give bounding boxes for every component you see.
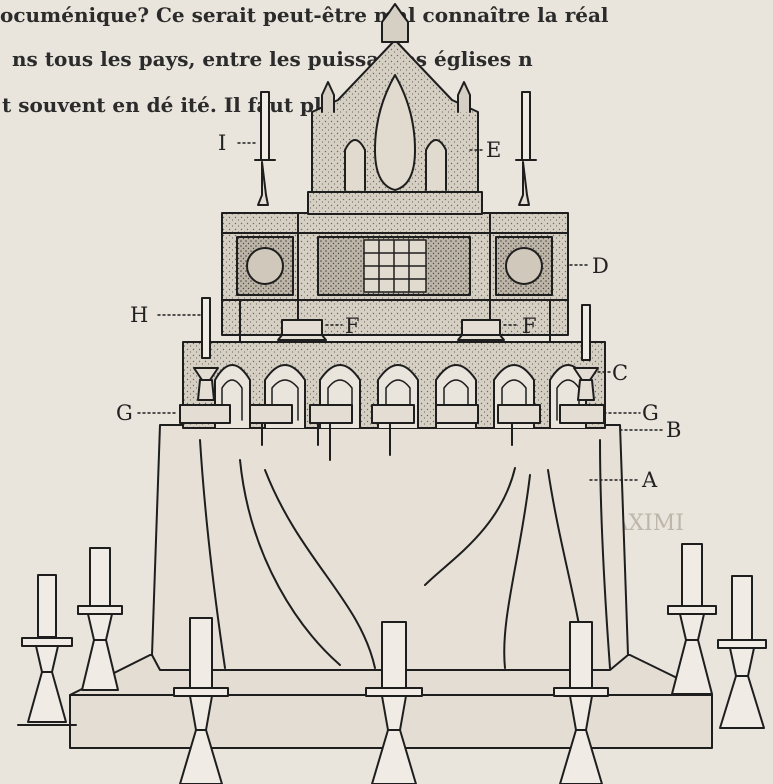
retable-candle-left [193,297,219,401]
label-i: I [218,131,226,155]
upper-shrine-base [307,191,483,215]
floor-candlestick-4 [365,621,423,784]
reliquary-right [461,319,501,336]
box-candle-right [515,91,537,206]
label-f-right: F [522,314,537,338]
hanging-tags [261,422,513,461]
floor-candlestick-2 [77,547,123,691]
floor-candlestick-3 [173,617,229,784]
label-c: C [612,361,628,385]
header-line-1: ocuménique? Ce serait peut-être mal conn… [0,3,609,27]
shrine-mandorla [374,74,416,191]
label-g-right: G [642,401,659,425]
label-a: A [641,468,658,492]
front-reliquaries [179,404,605,424]
floor-candlestick-6 [667,543,717,695]
label-g-left: G [116,401,133,425]
floor-candlestick-5 [553,621,609,784]
grille [363,239,427,293]
label-f-left: F [345,314,360,338]
label-h: H [130,303,148,327]
label-b: B [666,418,681,442]
label-d: D [592,254,609,278]
floor-candlestick-1 [17,574,77,726]
crown-finial [381,3,409,43]
leader-lines [137,142,663,481]
floor-candlestick-7 [717,575,767,729]
box-candle-left [254,91,276,206]
reliquary-left [281,319,323,336]
label-e: E [486,138,501,162]
header-line-2: ns tous les pays, entre les puissantes é… [12,47,533,71]
retable-candle-right [573,304,599,401]
